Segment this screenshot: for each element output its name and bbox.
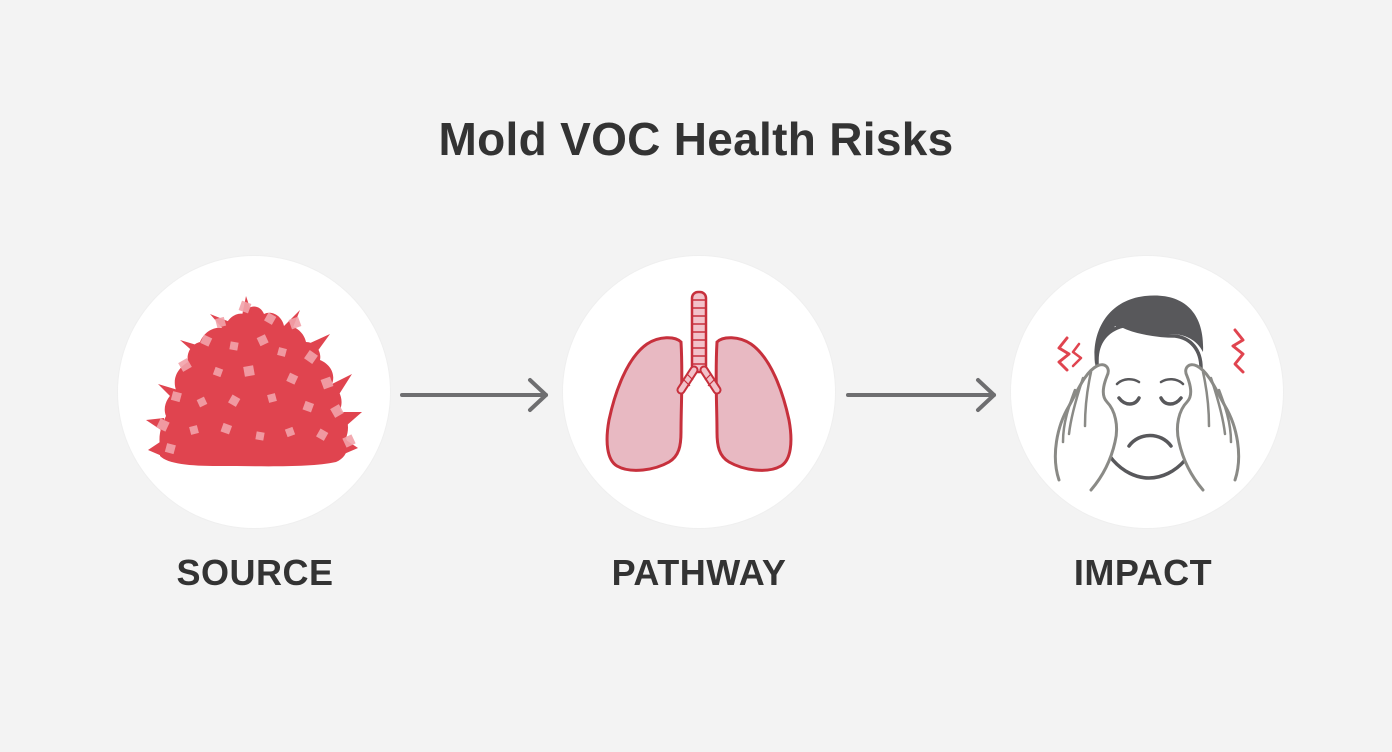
source-circle (118, 256, 390, 528)
mold-cluster-icon (146, 296, 362, 467)
headache-person-icon (1053, 295, 1245, 492)
step-label-pathway: PATHWAY (611, 552, 787, 593)
diagram-title: Mold VOC Health Risks (438, 113, 954, 165)
pathway-circle (563, 256, 835, 528)
lungs-icon (605, 290, 793, 472)
impact-circle (1011, 256, 1283, 528)
flow-arrow-icon (400, 378, 548, 412)
step-label-source: SOURCE (176, 552, 334, 593)
step-label-impact: IMPACT (1073, 552, 1213, 593)
flow-arrow-icon (846, 378, 996, 412)
